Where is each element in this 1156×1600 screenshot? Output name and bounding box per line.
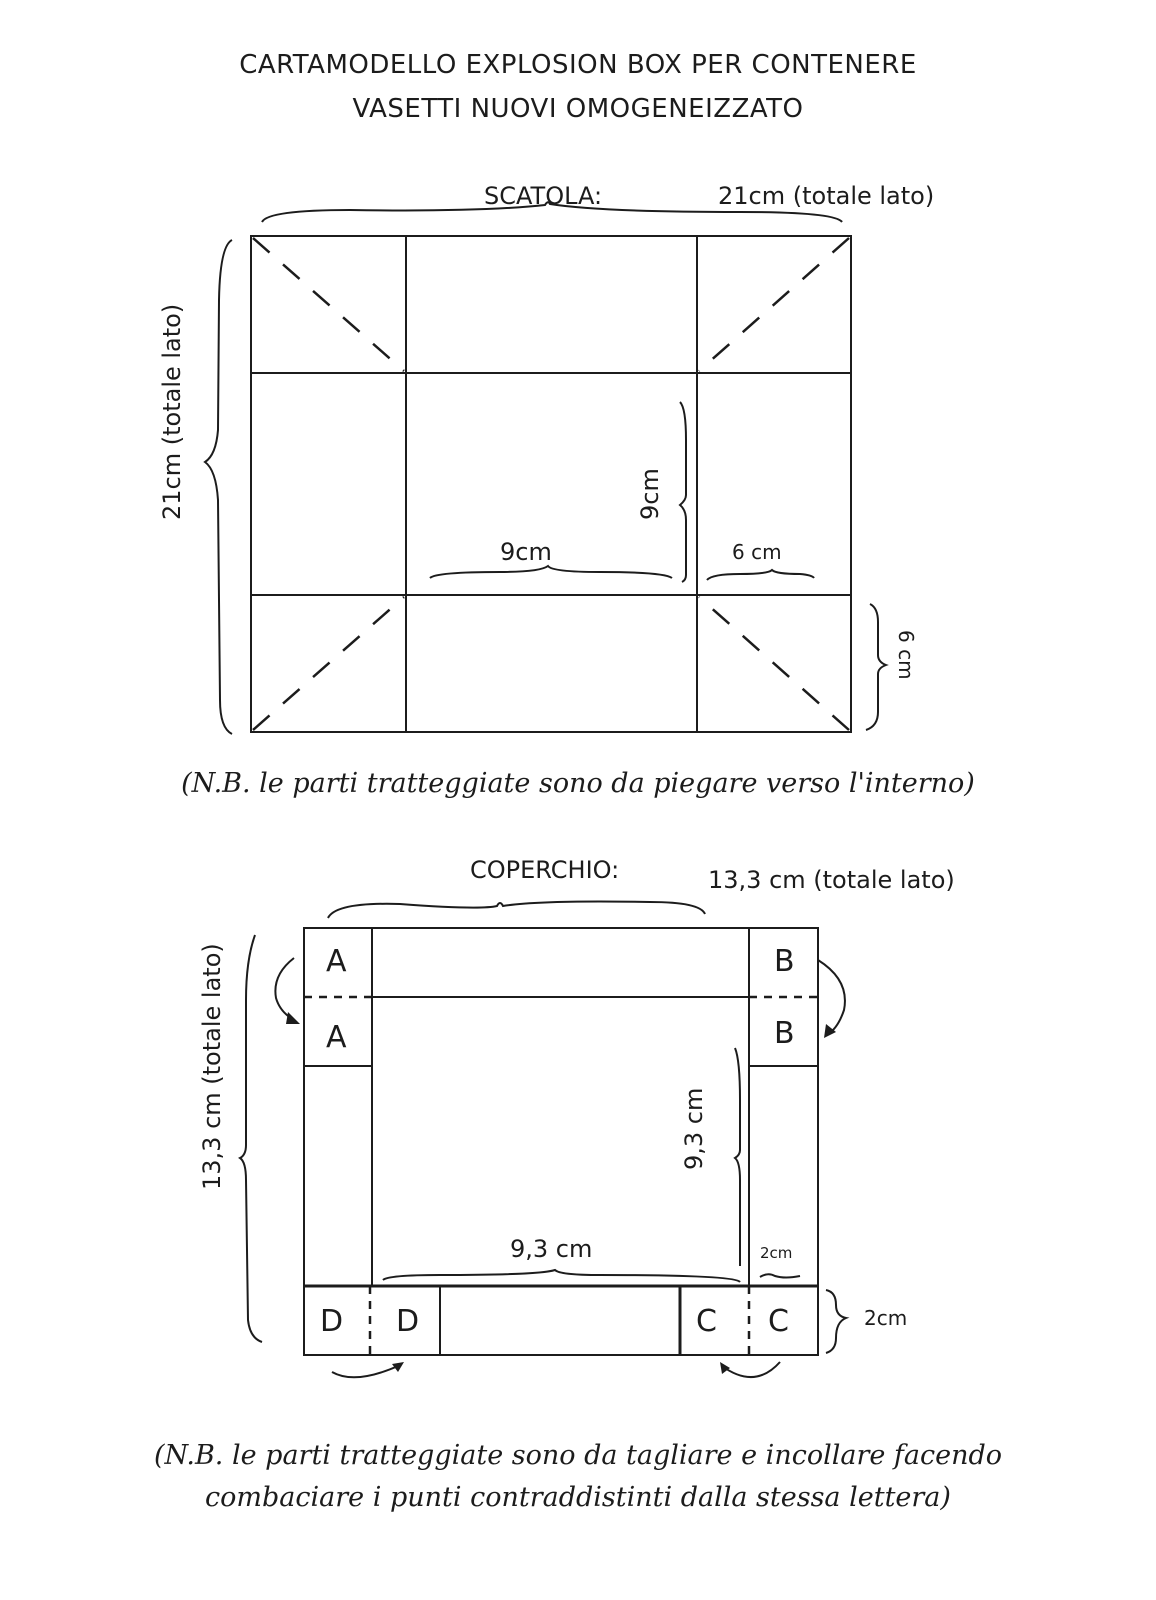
coperchio-note-line-1: (N.B. le parti tratteggiate sono da tagl… (153, 1440, 1003, 1471)
scatola-note: (N.B. le parti tratteggiate sono da pieg… (181, 768, 975, 799)
coperchio-top-brace (327, 900, 706, 919)
letter-b-bottom: B (774, 1016, 795, 1051)
scatola-left-brace (203, 239, 233, 735)
coperchio-note-line-2: combaciare i punti contraddistinti dalla… (205, 1482, 951, 1513)
scatola-box-grid (250, 235, 852, 733)
coperchio-heading: COPERCHIO: (470, 856, 620, 884)
scatola-heading: SCATOLA: (484, 182, 603, 210)
scatola-width-label: 21cm (totale lato) (718, 182, 935, 210)
coperchio-flap-height-label: 2cm (864, 1306, 908, 1330)
coperchio-cut-lines (304, 995, 818, 1355)
title-line-1: CARTAMODELLO EXPLOSION BOX PER CONTENERE (239, 50, 917, 80)
scatola-center-width-label: 9cm (500, 538, 552, 566)
letter-d-right: D (396, 1304, 420, 1339)
arrow-b-icon (817, 959, 846, 1035)
scatola-flap-height-brace (865, 603, 889, 731)
letter-c-left: C (696, 1304, 717, 1339)
scatola-center-height-label: 9cm (636, 468, 664, 520)
letter-a-bottom: A (326, 1020, 347, 1055)
coperchio-flap-width-label: 2cm (760, 1244, 793, 1262)
coperchio-center-height-label: 9,3 cm (680, 1087, 708, 1170)
scatola-center-height-brace (678, 401, 687, 583)
arrow-a-icon (274, 957, 295, 1021)
letter-b-top: B (774, 944, 795, 979)
coperchio-left-brace (238, 934, 263, 1343)
scatola-height-label: 21cm (totale lato) (158, 303, 186, 520)
coperchio-center-height-brace (733, 1047, 741, 1266)
arrow-d-icon (331, 1365, 399, 1379)
letter-c-right: C (768, 1304, 789, 1339)
scatola-flap-height-label: 6 cm (894, 630, 918, 680)
scatola-top-brace (261, 201, 843, 223)
coperchio-flap-width-brace (759, 1273, 801, 1279)
coperchio-flap-height-brace (825, 1289, 850, 1354)
scatola-fold-lines (252, 237, 850, 731)
coperchio-height-label: 13,3 cm (totale lato) (198, 943, 226, 1190)
letter-a-top: A (326, 944, 347, 979)
arrow-c-icon (721, 1361, 781, 1379)
coperchio-box-grid (303, 927, 819, 1356)
title-line-2: VASETTI NUOVI OMOGENEIZZATO (352, 94, 804, 124)
scatola-center-width-brace (429, 564, 673, 579)
coperchio-center-width-brace (382, 1268, 741, 1283)
coperchio-width-label: 13,3 cm (totale lato) (708, 866, 955, 894)
scatola-flap-width-label: 6 cm (732, 540, 782, 564)
coperchio-center-width-label: 9,3 cm (510, 1235, 593, 1263)
letter-d-left: D (320, 1304, 344, 1339)
scatola-flap-width-brace (706, 568, 815, 581)
